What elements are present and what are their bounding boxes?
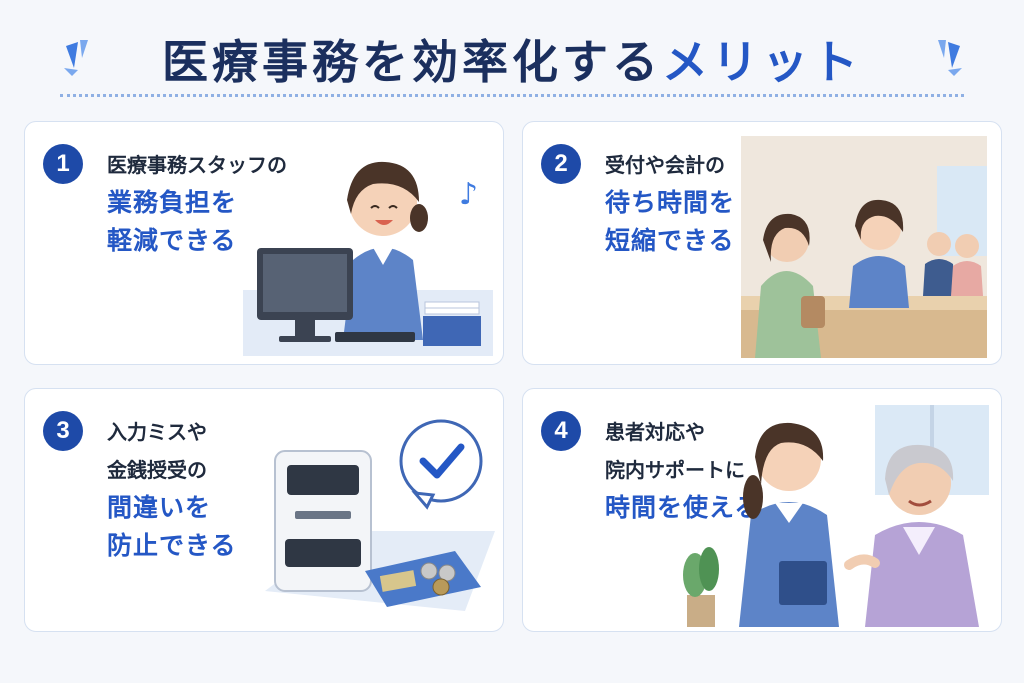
merit-card-4: 4 患者対応や 院内サポートに 時間を使える [522,388,1002,632]
card-highlight: 短縮できる [605,226,735,255]
card-highlight: 防止できる [107,531,237,560]
reception-clock-icon [741,136,987,358]
card-highlight: 待ち時間を [605,188,736,217]
merit-card-2: 2 受付や会計の 待ち時間を 短縮できる [522,121,1002,365]
title-main: 医療事務を効率化する [162,35,662,89]
number-badge: 3 [43,411,83,451]
card-line: 患者対応や [605,420,705,444]
merit-card-3: 3 入力ミスや 金銭授受の 間違いを 防止できる [24,388,504,632]
page-title: 医療事務を効率化するメリット [0,26,1024,92]
card-highlight: 軽減できる [107,226,237,255]
card-line: 医療事務スタッフの [107,153,287,177]
card-highlight: 間違いを [107,493,212,522]
card-highlight: 時間を使える [605,493,761,522]
card-line: 金銭授受の [107,458,207,482]
card-text: 受付や会計の 待ち時間を 短縮できる [605,146,735,260]
title-accent: メリット [662,35,862,89]
card-text: 入力ミスや 金銭授受の 間違いを 防止できる [107,413,237,565]
card-line: 入力ミスや [107,420,207,444]
svg-text:♪: ♪ [459,177,478,212]
card-line: 受付や会計の [605,153,725,177]
title-divider [60,94,964,97]
card-line: 院内サポートに [605,458,745,482]
card-text: 患者対応や 院内サポートに 時間を使える [605,413,760,527]
sparkle-right-icon [938,40,962,76]
header: 医療事務を効率化するメリット [0,18,1024,89]
payment-machine-check-icon [265,419,495,611]
card-highlight: 業務負担を [107,188,238,217]
card-text: 医療事務スタッフの 業務負担を 軽減できる [107,146,287,260]
number-badge: 4 [541,411,581,451]
sparkle-left-icon [64,40,88,76]
merit-card-1: 1 医療事務スタッフの 業務負担を 軽減できる ♪ [24,121,504,365]
number-badge: 2 [541,144,581,184]
staff-elderly-patient-icon [683,405,989,627]
office-worker-computer-icon: ♪ [243,161,493,356]
number-badge: 1 [43,144,83,184]
